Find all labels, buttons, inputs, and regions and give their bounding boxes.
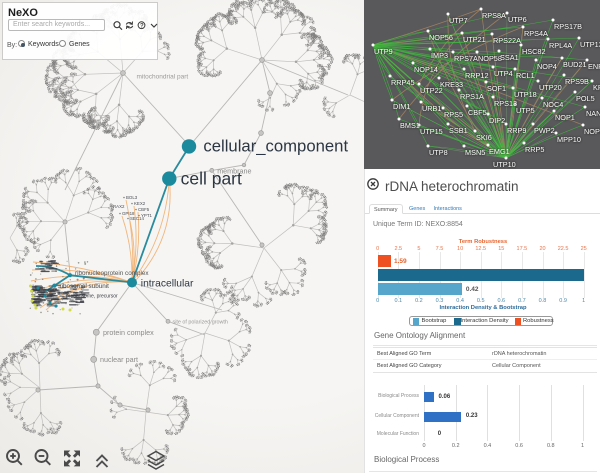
svg-text:NOP58: NOP58: [478, 54, 502, 63]
svg-text:RPS4A: RPS4A: [524, 29, 548, 38]
svg-text:RPS8A: RPS8A: [482, 11, 506, 20]
svg-text:RPS1A: RPS1A: [460, 92, 484, 101]
svg-text:POL5: POL5: [576, 94, 595, 103]
svg-text:DIM1: DIM1: [393, 102, 410, 111]
svg-text:PWP2: PWP2: [534, 126, 555, 135]
svg-text:UTP4: UTP4: [494, 69, 513, 78]
svg-text:SKI6: SKI6: [476, 133, 492, 142]
svg-text:UTP21: UTP21: [463, 35, 486, 44]
svg-text:SSA1: SSA1: [500, 53, 519, 62]
svg-text:URB1: URB1: [422, 104, 441, 113]
svg-text:SEC14: SEC14: [130, 216, 144, 221]
svg-text:RPS5: RPS5: [444, 110, 463, 119]
svg-text:MSN5: MSN5: [465, 148, 485, 157]
svg-text:HSC82: HSC82: [522, 47, 546, 56]
svg-text:BMS1: BMS1: [400, 121, 420, 130]
svg-text:BUD21: BUD21: [563, 60, 587, 69]
svg-text:membrane: membrane: [217, 166, 251, 175]
svg-text:cell part: cell part: [181, 168, 242, 188]
svg-text:NOC4: NOC4: [543, 100, 563, 109]
svg-text:cellular_component: cellular_component: [203, 137, 348, 156]
svg-text:RRP9: RRP9: [507, 126, 526, 135]
svg-text:GPI18: GPI18: [122, 211, 135, 216]
svg-text:RPS9B: RPS9B: [565, 77, 589, 86]
svg-text:KR: KR: [593, 83, 600, 92]
svg-text:UTP6: UTP6: [508, 15, 527, 24]
svg-text:RAX2: RAX2: [113, 204, 125, 209]
svg-text:NOP14: NOP14: [414, 65, 438, 74]
svg-text:NOP56: NOP56: [429, 33, 453, 42]
svg-text:RPS22A: RPS22A: [493, 36, 521, 45]
svg-text:ribosomal subunit: ribosomal subunit: [60, 283, 110, 290]
svg-text:RRP12: RRP12: [465, 71, 489, 80]
svg-text:NAN1: NAN1: [586, 109, 600, 118]
svg-text:RPS7A: RPS7A: [454, 54, 478, 63]
svg-text:RPS13: RPS13: [494, 99, 517, 108]
svg-text:intracellular: intracellular: [141, 278, 194, 289]
svg-text:preribosome, precursor: preribosome, precursor: [66, 294, 118, 300]
svg-text:NOP4: NOP4: [537, 62, 557, 71]
svg-text:RRP45: RRP45: [391, 78, 415, 87]
svg-text:RPL4A: RPL4A: [549, 41, 572, 50]
svg-text:UTP18: UTP18: [514, 90, 537, 99]
svg-text:NOP1: NOP1: [555, 113, 575, 122]
svg-text:ribonucleoprotein complex: ribonucleoprotein complex: [75, 270, 149, 277]
svg-text:UTP9: UTP9: [374, 47, 393, 56]
svg-text:UTP10: UTP10: [493, 160, 516, 169]
svg-text:CBF5: CBF5: [468, 108, 487, 117]
svg-text:SOF1: SOF1: [487, 84, 506, 93]
svg-text:BOL3: BOL3: [126, 195, 138, 200]
svg-text:nuclear part: nuclear part: [100, 355, 138, 364]
svg-text:UTP7: UTP7: [449, 16, 468, 25]
svg-text:?: ?: [140, 24, 144, 30]
svg-text:mitochondrial part: mitochondrial part: [137, 73, 189, 80]
svg-text:site of polarized growth: site of polarized growth: [173, 320, 228, 326]
svg-text:UTP5: UTP5: [516, 106, 535, 115]
svg-text:KRE33: KRE33: [440, 80, 463, 89]
svg-text:UTP13: UTP13: [580, 40, 600, 49]
svg-text:ENP1: ENP1: [588, 62, 600, 71]
svg-text:NOP6: NOP6: [584, 127, 600, 136]
svg-text:SSB1: SSB1: [449, 126, 468, 135]
svg-text:RCL1: RCL1: [516, 71, 535, 80]
svg-text:MPP10: MPP10: [557, 135, 581, 144]
svg-text:EMG1: EMG1: [489, 147, 510, 156]
svg-text:UTP20: UTP20: [539, 83, 562, 92]
svg-text:IMP3: IMP3: [431, 51, 448, 60]
svg-text:YPT1: YPT1: [141, 213, 153, 218]
svg-text:UTP15: UTP15: [420, 127, 443, 136]
svg-text:KEX2: KEX2: [134, 201, 146, 206]
svg-text:UTP22: UTP22: [420, 86, 443, 95]
svg-text:UTP8: UTP8: [429, 148, 448, 157]
svg-text:DIP2: DIP2: [489, 116, 505, 125]
svg-text:protein complex: protein complex: [103, 328, 154, 337]
svg-text:RPS17B: RPS17B: [554, 22, 582, 31]
svg-text:RRP5: RRP5: [525, 145, 544, 154]
svg-text:CBF5: CBF5: [138, 207, 150, 212]
